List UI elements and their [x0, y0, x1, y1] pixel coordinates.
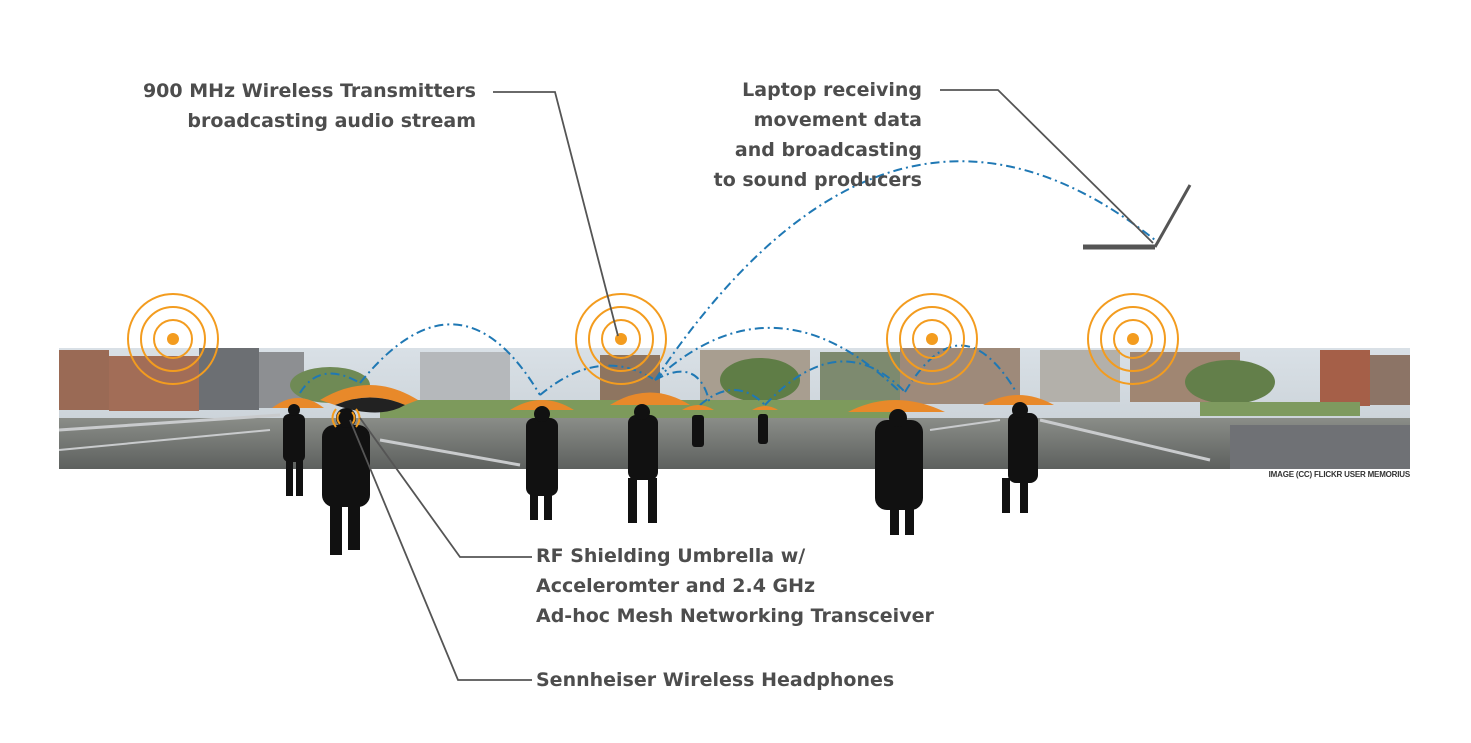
callout-laptop [940, 89, 1154, 244]
laptop-icon [1083, 184, 1192, 250]
umbrella-label: RF Shielding Umbrella w/ Acceleromter an… [536, 541, 934, 631]
transmitter-2 [575, 293, 667, 385]
callout-lines [349, 89, 1154, 681]
headphone-signal-icon [331, 408, 361, 428]
transmitter-1 [127, 293, 219, 385]
laptop-label-line-1: Laptop receiving [742, 79, 922, 101]
laptop-label: Laptop receiving movement data and broad… [690, 75, 922, 195]
transmitters-label-line-2: broadcasting audio stream [187, 110, 476, 132]
headphones-label: Sennheiser Wireless Headphones [536, 669, 895, 691]
laptop-label-line-4: to sound producers [713, 169, 922, 191]
callout-transmitter [493, 91, 619, 337]
laptop-label-line-2: movement data [753, 109, 922, 131]
umbrella-label-line-1: RF Shielding Umbrella w/ [536, 545, 806, 567]
mesh-network-links [299, 160, 1156, 406]
transmitter-4 [1087, 293, 1179, 385]
transmitter-3 [886, 293, 978, 385]
umbrella-label-line-2: Acceleromter and 2.4 GHz [536, 575, 816, 597]
callout-umbrella [359, 417, 532, 558]
laptop-label-line-3: and broadcasting [734, 139, 922, 161]
callout-headphones [349, 419, 532, 681]
umbrella-label-line-3: Ad-hoc Mesh Networking Transceiver [536, 605, 934, 627]
transmitters-label-line-1: 900 MHz Wireless Transmitters [142, 80, 476, 102]
transmitters-label: 900 MHz Wireless Transmitters broadcasti… [100, 76, 476, 136]
image-credit: IMAGE (CC) FLICKR USER MEMORIUS [1268, 470, 1411, 479]
panorama-photo [58, 348, 1410, 469]
